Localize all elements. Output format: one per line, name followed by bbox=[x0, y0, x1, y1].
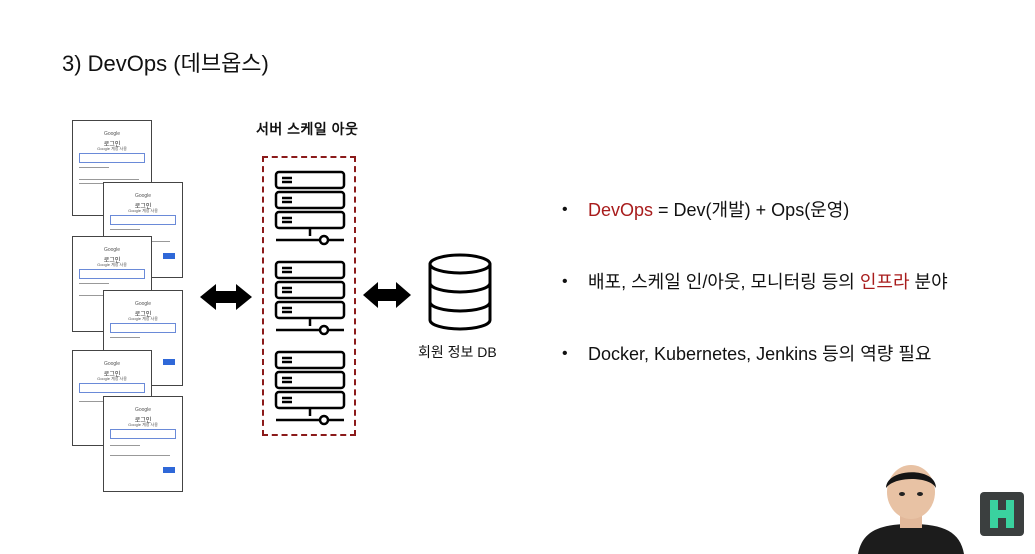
bullet-text-accent: DevOps bbox=[588, 200, 654, 220]
login-card-brand: Google bbox=[134, 301, 152, 307]
bullet-dot: • bbox=[562, 345, 568, 362]
bullet-text: 분야 bbox=[909, 272, 948, 292]
login-card-line bbox=[110, 337, 140, 338]
scale-out-box bbox=[262, 156, 356, 436]
login-card-button bbox=[163, 359, 175, 365]
login-card-sub: Google 계정 사용 bbox=[97, 376, 127, 381]
login-card-sub: Google 계정 사용 bbox=[97, 262, 127, 267]
db-label: 회원 정보 DB bbox=[418, 344, 497, 360]
server-rack-icon bbox=[274, 170, 346, 426]
login-card-heading: 로그인 bbox=[103, 258, 121, 264]
login-card-brand: Google bbox=[103, 361, 121, 367]
bullet-item: • 배포, 스케일 인/아웃, 모니터링 등의 인프라 분야 bbox=[562, 268, 1022, 340]
login-card-input bbox=[79, 153, 145, 163]
login-card-line bbox=[79, 179, 139, 180]
database-icon bbox=[428, 253, 492, 331]
double-arrow-icon bbox=[200, 284, 252, 310]
login-card: Google 로그인 Google 계정 사용 bbox=[103, 396, 183, 492]
bullet-item: • Docker, Kubernetes, Jenkins 등의 역량 필요 bbox=[562, 340, 1022, 412]
login-card-line bbox=[79, 167, 109, 168]
login-card-sub: Google 계정 사용 bbox=[128, 316, 158, 321]
login-card-brand: Google bbox=[103, 247, 121, 253]
bullet-text: = Dev(개발) + Ops(운영) bbox=[653, 200, 850, 220]
login-card-brand: Google bbox=[134, 193, 152, 199]
login-card-heading: 로그인 bbox=[134, 312, 152, 318]
login-card-sub: Google 계정 사용 bbox=[128, 422, 158, 427]
logo-icon bbox=[990, 500, 1014, 528]
login-card-heading: 로그인 bbox=[103, 372, 121, 378]
scale-out-label: 서버 스케일 아웃 bbox=[256, 121, 359, 137]
login-card-heading: 로그인 bbox=[134, 418, 152, 424]
login-card-input bbox=[79, 269, 145, 279]
channel-logo bbox=[980, 492, 1024, 536]
login-card-button bbox=[163, 467, 175, 473]
login-card-line bbox=[110, 229, 140, 230]
login-card-input bbox=[110, 323, 176, 333]
login-card-heading: 로그인 bbox=[103, 142, 121, 148]
bullet-list: • DevOps = Dev(개발) + Ops(운영) • 배포, 스케일 인… bbox=[562, 196, 1022, 412]
login-card-button bbox=[163, 253, 175, 259]
login-card-brand: Google bbox=[103, 131, 121, 137]
login-card-sub: Google 계정 사용 bbox=[128, 208, 158, 213]
login-card-input bbox=[79, 383, 145, 393]
bullet-dot: • bbox=[562, 273, 568, 290]
login-card-line bbox=[79, 283, 109, 284]
double-arrow-icon bbox=[363, 282, 411, 308]
login-card-line bbox=[110, 455, 170, 456]
presenter-video bbox=[848, 462, 974, 554]
login-card-brand: Google bbox=[134, 407, 152, 413]
login-card-input bbox=[110, 429, 176, 439]
slide-title: 3) DevOps (데브옵스) bbox=[62, 51, 269, 76]
bullet-dot: • bbox=[562, 201, 568, 218]
bullet-text-accent: 인프라 bbox=[859, 272, 910, 292]
bullet-text: 배포, 스케일 인/아웃, 모니터링 등의 bbox=[588, 272, 860, 292]
bullet-item: • DevOps = Dev(개발) + Ops(운영) bbox=[562, 196, 1022, 268]
login-card-sub: Google 계정 사용 bbox=[97, 146, 127, 151]
login-card-heading: 로그인 bbox=[134, 204, 152, 210]
bullet-text: Docker, Kubernetes, Jenkins 등의 역량 필요 bbox=[588, 344, 932, 364]
login-card-input bbox=[110, 215, 176, 225]
login-card-line bbox=[110, 445, 140, 446]
